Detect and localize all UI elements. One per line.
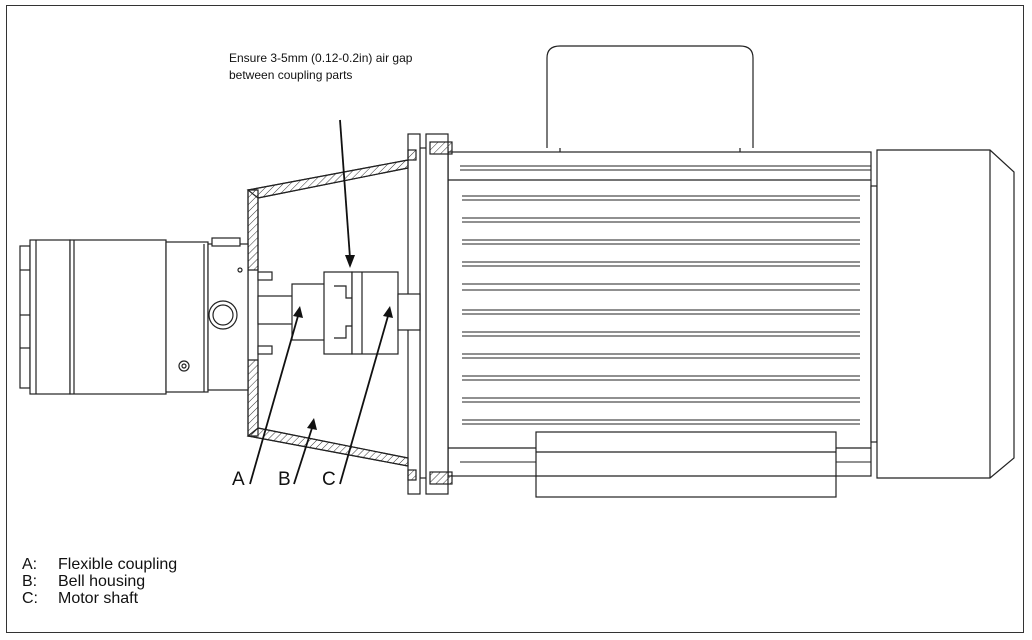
callout-a: A xyxy=(232,469,245,490)
legend: A: Flexible coupling B: Bell housing C: … xyxy=(22,556,177,607)
cooling-fins xyxy=(460,165,871,463)
leader-lines xyxy=(249,119,393,485)
legend-item-c: C: Motor shaft xyxy=(22,590,177,607)
legend-key: C: xyxy=(22,590,38,607)
legend-key: B: xyxy=(22,573,38,590)
air-gap-note-line-1: Ensure 3-5mm (0.12-0.2in) air gap xyxy=(229,51,413,65)
bell-housing xyxy=(246,159,409,467)
legend-item-b: B: Bell housing xyxy=(22,573,177,590)
air-gap-note-line-2: between coupling parts xyxy=(229,68,353,82)
legend-key: A: xyxy=(22,556,38,573)
callout-c: C xyxy=(322,469,336,490)
air-gap-note: Ensure 3-5mm (0.12-0.2in) air gap betwee… xyxy=(229,50,469,84)
legend-label: Flexible coupling xyxy=(58,556,178,573)
legend-item-a: A: Flexible coupling xyxy=(22,556,177,573)
legend-label: Bell housing xyxy=(58,573,146,590)
hydraulic-pump xyxy=(19,237,273,395)
callout-b: B xyxy=(278,469,291,490)
flexible-coupling xyxy=(257,271,421,355)
electric-motor xyxy=(407,45,1015,498)
legend-label: Motor shaft xyxy=(58,590,139,607)
